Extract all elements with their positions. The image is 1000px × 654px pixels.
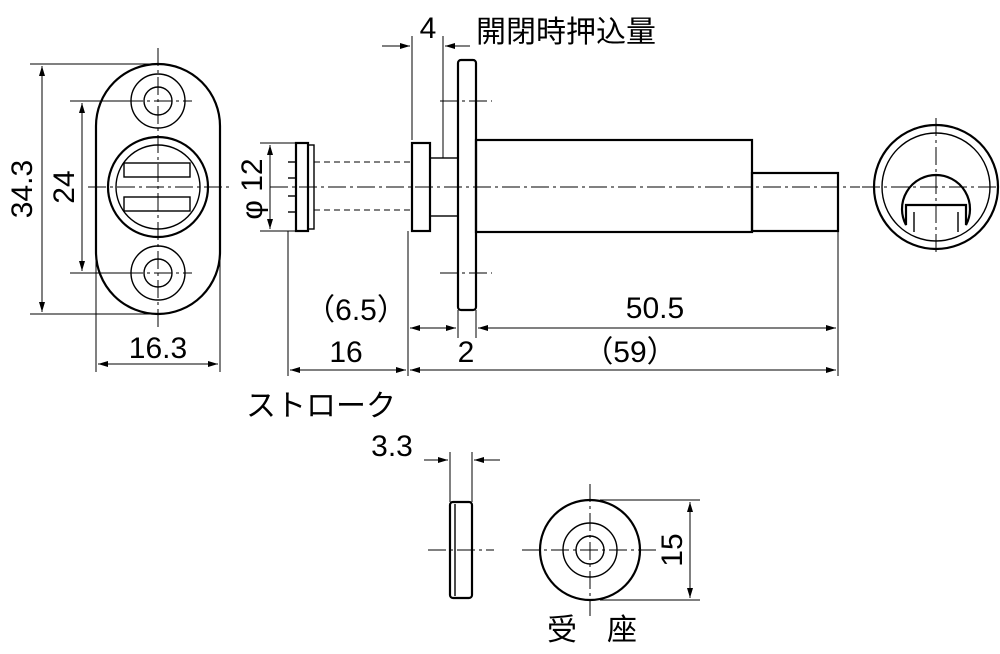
dim-50-5-label: 50.5 (626, 292, 684, 325)
dim-15-label: 15 (656, 533, 689, 566)
stroke-label: ストローク (246, 389, 396, 424)
receiver: 3.3 15 受 座 (371, 430, 700, 648)
dim-2-label: 2 (458, 336, 475, 369)
body-cylinder (474, 138, 754, 234)
dim-phi12-label: φ 12 (236, 158, 269, 219)
end-latch-profile (900, 173, 972, 226)
receiver-title: 受 座 (547, 613, 637, 648)
dim-16-3-label: 16.3 (129, 332, 187, 365)
latch-slot-bottom (123, 196, 191, 212)
dim-4-label: 4 (420, 12, 437, 45)
end-view (862, 118, 1000, 256)
dim-59-label: （59） (583, 336, 676, 369)
dim-6-5-label: （6.5） (305, 294, 407, 327)
side-view: φ 12 4 開閉時押込量 （6.5） 16 50.5 2 （59） ストローク (236, 12, 860, 424)
front-view: 34.3 24 16.3 (6, 48, 230, 372)
latch-slot-top (123, 162, 191, 178)
rear-shaft (750, 171, 840, 233)
dim-16-label: 16 (329, 336, 362, 369)
dim-34-3-label: 34.3 (6, 160, 39, 218)
end-latch-edges (913, 212, 959, 232)
push-depth-label: 開閉時押込量 (476, 15, 656, 50)
dim-24-label: 24 (48, 170, 81, 203)
dim-3-3-label: 3.3 (371, 430, 413, 463)
